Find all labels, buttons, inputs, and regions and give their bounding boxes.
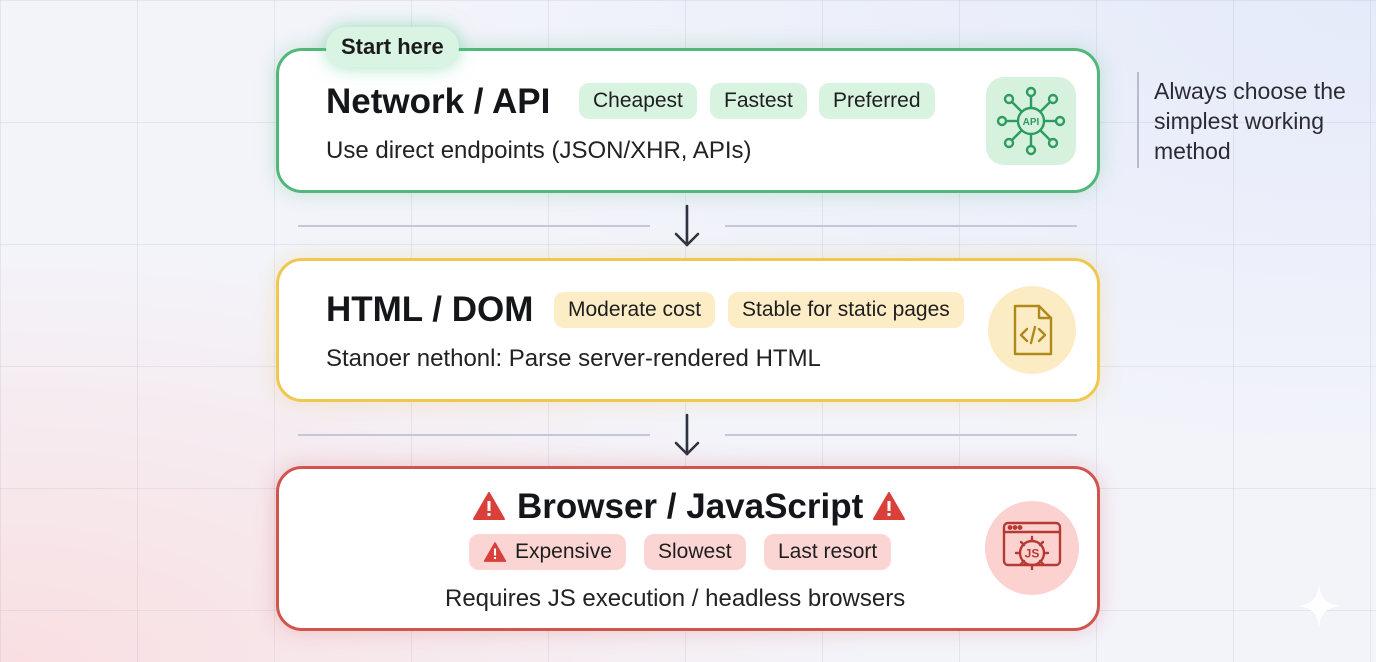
- tag-last-resort: Last resort: [764, 534, 892, 570]
- tier-description-html-dom: Stanoer nethonl: Parse server-rendered H…: [326, 345, 821, 372]
- down-arrow-icon: [674, 413, 700, 456]
- js-gear-window-icon: JS: [985, 501, 1079, 595]
- warning-icon: [473, 492, 505, 520]
- svg-text:JS: JS: [1025, 547, 1040, 561]
- svg-text:API: API: [1023, 117, 1040, 128]
- tag-expensive: Expensive: [469, 534, 626, 570]
- separator-line-right: [725, 434, 1077, 436]
- side-note-divider: [1137, 72, 1139, 168]
- warning-icon: [873, 492, 905, 520]
- tier-title-html-dom: HTML / DOM: [326, 290, 534, 329]
- tier-title-browser-js: Browser / JavaScript: [517, 487, 864, 526]
- sparkle-icon: [1298, 585, 1340, 627]
- tier-card-html-dom: [276, 258, 1100, 402]
- tier-description-browser-js: Requires JS execution / headless browser…: [445, 585, 906, 612]
- warning-icon: [483, 542, 507, 562]
- down-arrow-icon: [674, 204, 700, 247]
- code-file-icon: [988, 286, 1076, 374]
- tier-description-network-api: Use direct endpoints (JSON/XHR, APIs): [326, 137, 752, 164]
- side-note: Always choose the simplest working metho…: [1154, 78, 1346, 164]
- tag-stable-static: Stable for static pages: [728, 292, 964, 328]
- separator-line-left: [298, 434, 650, 436]
- api-hub-icon: API: [986, 77, 1076, 165]
- tag-expensive-label: Expensive: [515, 540, 612, 563]
- tag-fastest: Fastest: [710, 83, 807, 119]
- tag-preferred: Preferred: [819, 83, 935, 119]
- separator-line-right: [725, 225, 1077, 227]
- tier-title-network-api: Network / API: [326, 82, 551, 121]
- tag-cheapest: Cheapest: [579, 83, 697, 119]
- tag-slowest: Slowest: [644, 534, 746, 570]
- tag-moderate-cost: Moderate cost: [554, 292, 716, 328]
- separator-line-left: [298, 225, 650, 227]
- tier-card-network-api: [276, 48, 1100, 193]
- start-here-badge: Start here: [326, 27, 459, 67]
